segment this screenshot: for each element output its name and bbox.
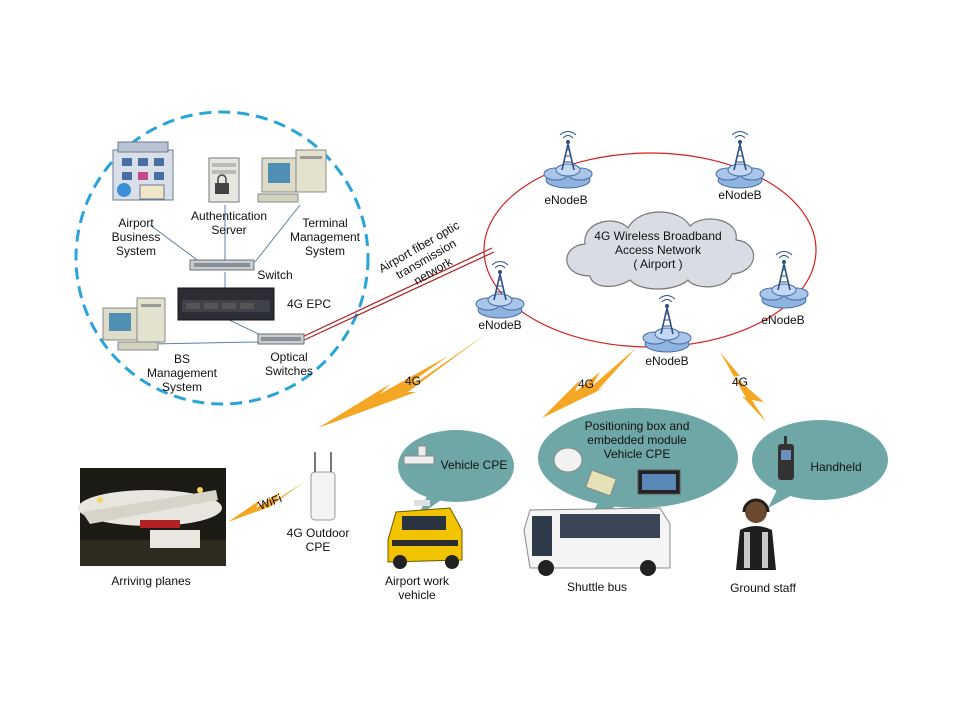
tower-icon <box>715 130 765 189</box>
switch-label: Switch <box>257 268 293 282</box>
person-icon <box>736 498 776 570</box>
lightning-bolt-icon <box>720 352 766 422</box>
lightning-bolt-icon <box>318 334 486 428</box>
shuttle-bus-label: Shuttle bus <box>566 580 628 594</box>
lightning-bolt-icon <box>228 482 304 522</box>
authentication-server-label: Authentication Server <box>190 209 268 237</box>
server-icon <box>208 157 240 203</box>
enodeb-label: eNodeB <box>645 354 689 368</box>
handheld-bubble-label: Handheld <box>810 460 862 474</box>
epc-label: 4G EPC <box>286 297 331 311</box>
tower-icon <box>475 260 525 319</box>
positioning-bubble <box>538 408 738 522</box>
tower-icon <box>759 250 809 309</box>
lightning-bolt-icon <box>542 348 636 418</box>
plane-photo <box>78 468 226 566</box>
bs-management-system-label: BS Management System <box>146 352 218 394</box>
cpe-device-icon <box>310 452 336 521</box>
optical-switches-label: Optical Switches <box>264 350 314 378</box>
access-network-cloud-label: 4G Wireless Broadband Access Network ( A… <box>594 229 722 271</box>
epc-rack-icon <box>177 287 275 321</box>
tower-icon <box>642 294 692 353</box>
tower-icon <box>543 130 593 189</box>
computer-icon <box>102 297 166 351</box>
enodeb-label: eNodeB <box>761 313 805 327</box>
work-vehicle-icon <box>387 500 463 569</box>
cloud-icon <box>566 211 755 290</box>
computer-icon <box>257 149 327 203</box>
outdoor-cpe-label: 4G Outdoor CPE <box>286 526 350 554</box>
switch-icon <box>189 259 255 271</box>
lte-link-label: 4G <box>577 377 594 391</box>
core-network-boundary <box>74 110 370 406</box>
enodeb-label: eNodeB <box>478 318 522 332</box>
shuttle-bus-icon <box>523 507 671 576</box>
handheld-bubble <box>752 420 888 508</box>
vehicle-cpe-bubble <box>398 430 514 516</box>
lte-link-label: 4G <box>731 375 748 389</box>
work-vehicle-label: Airport work vehicle <box>384 574 449 602</box>
building-icon <box>112 141 174 201</box>
lte-link-label: 4G <box>404 374 421 388</box>
enodeb-label: eNodeB <box>718 188 762 202</box>
fiber-link <box>299 247 495 343</box>
arriving-planes-label: Arriving planes <box>111 574 191 588</box>
core-links <box>149 204 301 345</box>
optical-switch-icon <box>257 333 305 345</box>
vehicle-cpe-bubble-label: Vehicle CPE <box>440 458 508 472</box>
positioning-bubble-label: Positioning box and embedded module Vehi… <box>584 419 690 461</box>
airport-business-system-label: Airport Business System <box>111 216 161 258</box>
terminal-management-system-label: Terminal Management System <box>289 216 361 258</box>
ground-staff-label: Ground staff <box>730 581 796 595</box>
enodeb-label: eNodeB <box>544 193 588 207</box>
